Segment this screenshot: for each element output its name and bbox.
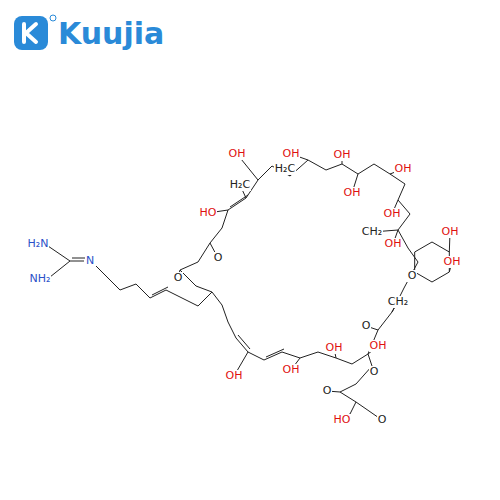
bond — [48, 246, 70, 261]
double-bond — [152, 287, 168, 295]
atom-label: OH — [443, 256, 462, 268]
atom-label: OH — [333, 149, 352, 161]
watermark: Kuujia — [58, 17, 164, 51]
atom-label: N — [85, 255, 95, 267]
atom-label: OH — [369, 340, 388, 352]
atom-label: H₂C — [274, 163, 296, 175]
bond-chain — [96, 266, 212, 306]
atom-label: OH — [282, 148, 301, 160]
atom-label: CH₂ — [361, 226, 383, 238]
atom-label: HO — [199, 207, 218, 219]
atom-label: H₂C — [229, 179, 251, 191]
atom-label: HO — [333, 414, 352, 426]
atom-label: OH — [225, 370, 244, 382]
logo-icon — [14, 15, 56, 50]
atom-label: OH — [325, 342, 344, 354]
bond-chain — [180, 160, 418, 364]
bond-chain — [70, 261, 84, 262]
atom-label: CH₂ — [387, 296, 409, 308]
atom-label: OH — [394, 163, 413, 175]
bond — [50, 261, 70, 277]
atom-label: OH — [343, 187, 362, 199]
bonds — [48, 154, 452, 420]
double-bond — [238, 335, 250, 349]
atom-label: OH — [383, 208, 402, 220]
atom-label: O — [173, 272, 184, 284]
atom-label: O — [213, 252, 224, 264]
atom-label: H₂N — [27, 238, 50, 250]
atom-label: O — [361, 320, 372, 332]
atom-label: OH — [441, 226, 460, 238]
atom-label: O — [322, 385, 333, 397]
atom-label: O — [407, 270, 418, 282]
atom-label: OH — [384, 238, 403, 250]
bond-chain — [340, 354, 372, 418]
atom-label: O — [369, 366, 380, 378]
double-bond — [266, 349, 284, 357]
atom-label: OH — [228, 148, 247, 160]
atom-label: OH — [282, 364, 301, 376]
atom-label: O — [377, 414, 388, 426]
atom-label: NH₂ — [29, 273, 52, 285]
